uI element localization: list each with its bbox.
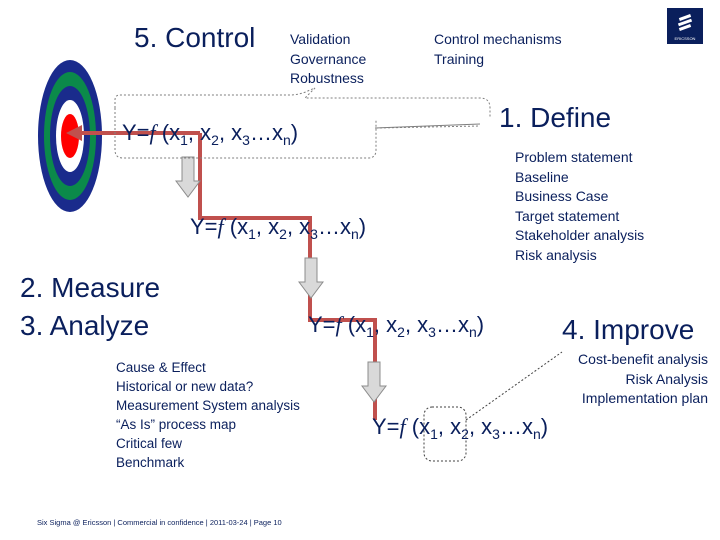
control-items-left: Validation Governance Robustness bbox=[290, 30, 366, 89]
improve-callout bbox=[424, 352, 562, 461]
list-item: Risk analysis bbox=[515, 246, 644, 266]
list-item: Benchmark bbox=[116, 453, 300, 472]
footer: Six Sigma @ Ericsson | Commercial in con… bbox=[37, 518, 282, 527]
list-item: Historical or new data? bbox=[116, 377, 300, 396]
equation-2: Y=f (x1, x2, x3…xn) bbox=[190, 214, 366, 242]
list-item: Baseline bbox=[515, 168, 644, 188]
target-icon bbox=[38, 60, 102, 212]
improve-items: Cost-benefit analysis Risk Analysis Impl… bbox=[562, 350, 708, 409]
list-item: Training bbox=[434, 50, 562, 70]
list-item: Governance bbox=[290, 50, 366, 70]
equation-3: Y=f (x1, x2, x3…xn) bbox=[308, 312, 484, 340]
list-item: Validation bbox=[290, 30, 366, 50]
control-items-right: Control mechanisms Training bbox=[434, 30, 562, 69]
list-item: Critical few bbox=[116, 434, 300, 453]
list-item: Business Case bbox=[515, 187, 644, 207]
list-item: Control mechanisms bbox=[434, 30, 562, 50]
phase-define: 1. Define bbox=[499, 102, 611, 134]
list-item: Target statement bbox=[515, 207, 644, 227]
list-item: “As Is” process map bbox=[116, 415, 300, 434]
list-item: Risk Analysis bbox=[562, 370, 708, 390]
list-item: Cause & Effect bbox=[116, 358, 300, 377]
list-item: Cost-benefit analysis bbox=[562, 350, 708, 370]
logo-text: ERICSSON bbox=[667, 36, 703, 41]
analyze-items: Cause & Effect Historical or new data? M… bbox=[116, 358, 300, 472]
list-item: Robustness bbox=[290, 69, 366, 89]
list-item: Implementation plan bbox=[562, 389, 708, 409]
phase-control: 5. Control bbox=[134, 22, 255, 54]
phase-measure: 2. Measure bbox=[20, 272, 160, 304]
ericsson-logo-icon: ERICSSON bbox=[667, 8, 703, 44]
list-item: Problem statement bbox=[515, 148, 644, 168]
equation-1: Y=f (x1, x2, x3…xn) bbox=[122, 120, 298, 148]
list-item: Stakeholder analysis bbox=[515, 226, 644, 246]
equation-4: Y=f (x1, x2, x3…xn) bbox=[372, 414, 548, 442]
phase-improve: 4. Improve bbox=[562, 314, 694, 346]
phase-analyze: 3. Analyze bbox=[20, 310, 149, 342]
define-items: Problem statement Baseline Business Case… bbox=[515, 148, 644, 265]
list-item: Measurement System analysis bbox=[116, 396, 300, 415]
